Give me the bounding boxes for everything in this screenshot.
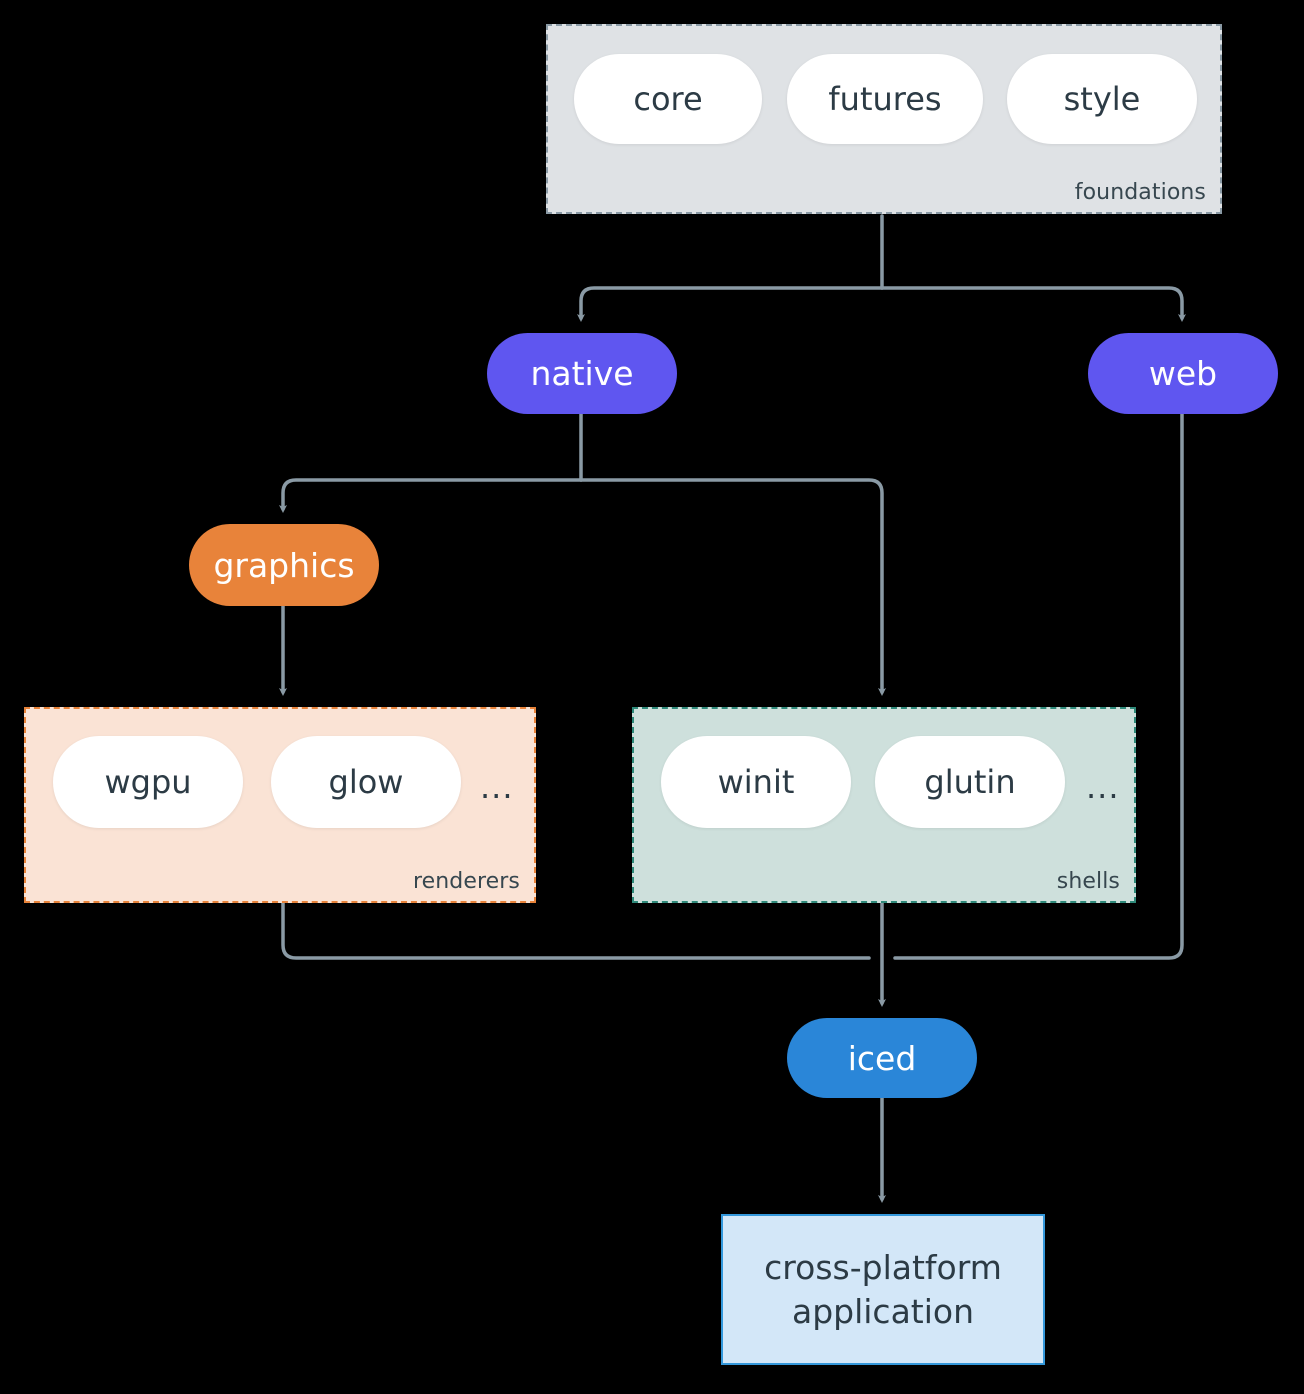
node-graphics[interactable]: graphics	[189, 524, 379, 606]
group-shells: winit glutin ... shells	[632, 707, 1136, 903]
pill-glow[interactable]: glow	[271, 736, 461, 828]
shells-more-ellipsis: ...	[1086, 768, 1120, 806]
pill-style[interactable]: style	[1007, 54, 1197, 144]
node-native-label: native	[530, 354, 634, 393]
node-web[interactable]: web	[1088, 333, 1278, 414]
pill-winit-label: winit	[717, 763, 795, 801]
pill-style-label: style	[1063, 80, 1141, 118]
group-renderers: wgpu glow ... renderers	[24, 707, 536, 903]
pill-core[interactable]: core	[574, 54, 762, 144]
pill-futures-label: futures	[828, 80, 942, 118]
pill-wgpu-label: wgpu	[104, 763, 192, 801]
pill-glutin[interactable]: glutin	[875, 736, 1065, 828]
pill-wgpu[interactable]: wgpu	[53, 736, 243, 828]
pill-core-label: core	[633, 80, 703, 118]
node-iced-label: iced	[847, 1038, 917, 1078]
edge-native-to-shells	[579, 478, 886, 696]
edge-foundations-to-native	[577, 286, 884, 322]
group-renderers-label: renderers	[412, 869, 520, 894]
node-cross-platform-application[interactable]: cross-platform application	[721, 1214, 1045, 1365]
edge-foundations-to-web	[880, 286, 1186, 322]
node-app-label-line2: application	[791, 1291, 975, 1331]
node-graphics-label: graphics	[213, 545, 355, 585]
group-shells-label: shells	[1056, 869, 1120, 894]
group-foundations: core futures style foundations	[546, 24, 1222, 214]
edge-native-to-graphics	[279, 478, 583, 513]
pill-futures[interactable]: futures	[787, 54, 983, 144]
node-web-label: web	[1148, 354, 1218, 393]
node-iced[interactable]: iced	[787, 1018, 977, 1098]
edge-renderers-to-merge	[281, 901, 871, 960]
pill-glow-label: glow	[328, 763, 404, 801]
pill-winit[interactable]: winit	[661, 736, 851, 828]
group-foundations-label: foundations	[1074, 180, 1206, 205]
renderers-more-ellipsis: ...	[480, 768, 514, 806]
pill-glutin-label: glutin	[924, 763, 1016, 801]
node-native[interactable]: native	[487, 333, 677, 414]
node-app-label-line1: cross-platform	[764, 1247, 1002, 1287]
